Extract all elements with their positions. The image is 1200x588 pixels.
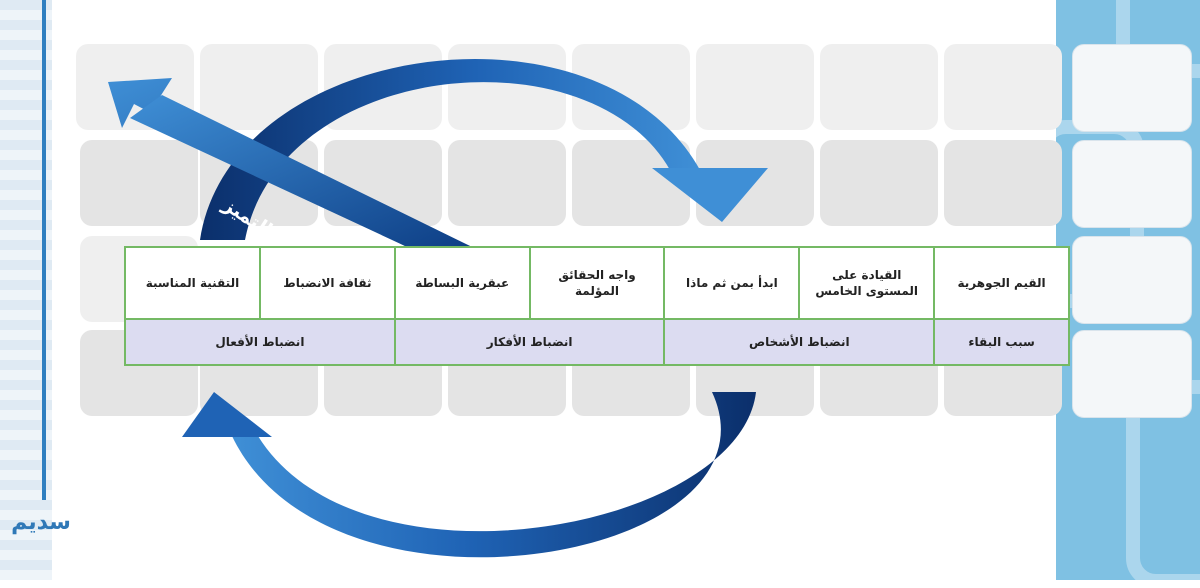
- group-cell: سبب البقاء: [933, 318, 1070, 366]
- bg-tile: [1072, 236, 1192, 324]
- bg-tile: [1072, 44, 1192, 132]
- bg-tile: [820, 140, 938, 226]
- value-cell: ثقافة الانضباط: [258, 246, 396, 320]
- bg-tile: [1072, 140, 1192, 228]
- value-cell: القيم الجوهرية: [933, 246, 1070, 320]
- value-cell: التقنية المناسبة: [124, 246, 261, 320]
- left-rail: [42, 0, 46, 500]
- bg-tile: [448, 140, 566, 226]
- value-cell: ابدأ بمن ثم ماذا: [663, 246, 801, 320]
- group-cell: انضباط الأفكار: [393, 318, 666, 366]
- groups-row: سبب البقاء انضباط الأشخاص انضباط الأفكار…: [124, 318, 1070, 366]
- bg-tile: [944, 44, 1062, 130]
- value-cell: القيادة على المستوى الخامس: [798, 246, 936, 320]
- top-curved-arrow: [200, 58, 768, 240]
- values-table: القيم الجوهرية القيادة على المستوى الخام…: [124, 246, 1070, 366]
- bg-tile: [944, 140, 1062, 226]
- value-cell: عبقرية البساطة: [393, 246, 531, 320]
- group-cell: انضباط الأفعال: [124, 318, 396, 366]
- launch-arrow: [108, 78, 470, 246]
- bottom-curved-arrow: [182, 392, 756, 558]
- bg-tile: [820, 44, 938, 130]
- brand-logo: سديم: [11, 510, 71, 535]
- values-row: القيم الجوهرية القيادة على المستوى الخام…: [124, 246, 1070, 320]
- bg-tile: [80, 140, 198, 226]
- left-decorative-strip: [0, 0, 52, 580]
- value-cell: واجه الحقائق المؤلمة: [528, 246, 666, 320]
- bg-tile: [1072, 330, 1192, 418]
- bg-tile: [696, 44, 814, 130]
- group-cell: انضباط الأشخاص: [663, 318, 936, 366]
